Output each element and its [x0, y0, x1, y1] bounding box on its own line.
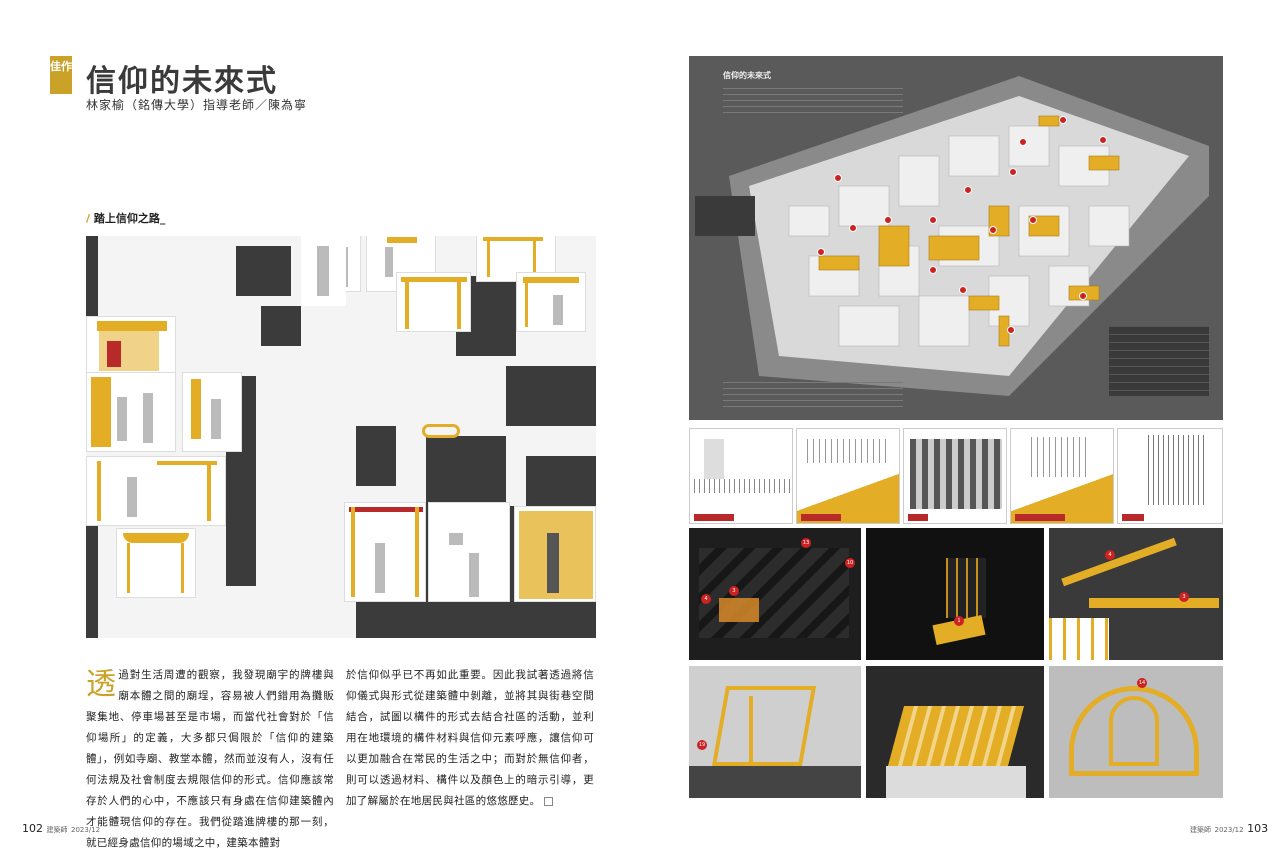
vignette-yellow-drape [116, 528, 196, 598]
page-title: 信仰的未來式 [86, 64, 278, 99]
diagram-panel-1 [689, 428, 793, 524]
model-photo-6: 14 [1049, 666, 1223, 798]
vignette-yellow-canopy-shrine [86, 316, 176, 376]
board-bottom-text-block [723, 382, 903, 408]
model-photo-1: 13 10 4 3 [689, 528, 861, 660]
dropcap: 透 [86, 667, 117, 702]
board-intro-text-block [723, 88, 903, 118]
author-line: 林家榆（銘傳大學）指導老師／陳為寧 [86, 98, 308, 112]
diagram-panel-4 [1010, 428, 1114, 524]
article-column-2: 於信仰似乎已不再如此重要。因此我試著透過將信仰儀式與形式從建築體中剝離，並將其與… [346, 665, 594, 812]
map-pin [989, 226, 997, 234]
diagram-label [1015, 514, 1065, 521]
vignette-yellow-grid-wall [514, 506, 596, 602]
model-photo-5 [866, 666, 1044, 798]
building-block [506, 366, 596, 426]
photo-tag: 14 [1137, 678, 1147, 688]
building-block [261, 306, 301, 346]
building-block [236, 246, 291, 296]
vignette-people-pavilion [86, 372, 176, 452]
photo-tag: 3 [729, 586, 739, 596]
building-block [526, 456, 596, 506]
map-pin [959, 286, 967, 294]
right-issue-date: 2023/12 [1214, 826, 1244, 834]
map-pin [1009, 168, 1017, 176]
left-magazine-name: 建築師 [46, 826, 68, 834]
vignette-yellow-counter [182, 372, 242, 452]
map-pin [1019, 138, 1027, 146]
diagram-panel-3 [903, 428, 1007, 524]
map-pin [929, 266, 937, 274]
photo-tag: 3 [1179, 592, 1189, 602]
diagram-strip [689, 428, 1223, 524]
map-pin [1099, 136, 1107, 144]
diagram-panel-5 [1117, 428, 1223, 524]
photo-tag: 13 [801, 538, 811, 548]
diagram-panel-2 [796, 428, 900, 524]
vignette-walking-person [301, 236, 346, 306]
model-photo-2: 1 [866, 528, 1044, 660]
right-magazine-name: 建築師 [1190, 826, 1211, 834]
article-column-1: 透 過對生活周遭的觀察，我發現廟宇的牌樓與廟本體之間的廟埕，容易被人們錯用為攤販… [86, 665, 334, 850]
right-page-number: 103 [1247, 822, 1269, 835]
map-pin [1007, 326, 1015, 334]
vignette-yellow-pavilion [516, 272, 586, 332]
section-bar: / [86, 212, 91, 225]
map-pin [834, 174, 842, 182]
map-pin [849, 224, 857, 232]
section-heading-text: 踏上信仰之路_ [93, 212, 166, 225]
diagram-label [908, 514, 928, 521]
map-pin [929, 216, 937, 224]
vignette-plaza-oval [416, 416, 466, 446]
vignette-yellow-gate [396, 272, 471, 332]
vignette-yellow-doorway [86, 456, 226, 526]
board-title: 信仰的未來式 [723, 71, 771, 80]
building-block [356, 426, 396, 486]
photo-tag: 1 [954, 616, 964, 626]
building-block [426, 436, 506, 506]
axonometric-drawing [695, 76, 1209, 396]
photo-tag: 19 [697, 740, 707, 750]
article-column-2-text: 於信仰似乎已不再如此重要。因此我試著透過將信仰儀式與形式從建築體中剝離，並將其與… [346, 669, 594, 807]
diagram-label [694, 514, 734, 521]
left-folio: 102 建築師 2023/12 [22, 822, 100, 835]
section-heading: / 踏上信仰之路_ [86, 210, 165, 226]
diagram-label [1122, 514, 1144, 521]
map-pin [964, 186, 972, 194]
model-photo-3: 4 3 [1049, 528, 1223, 660]
end-mark-icon [544, 796, 554, 806]
model-photo-4: 19 [689, 666, 861, 798]
diagram-label [801, 514, 841, 521]
left-issue-date: 2023/12 [71, 826, 101, 834]
map-pin [1079, 292, 1087, 300]
map-pin [1029, 216, 1037, 224]
right-folio: 建築師 2023/12 103 [1190, 822, 1268, 835]
left-page-number: 102 [22, 822, 43, 835]
photo-tag: 10 [845, 558, 855, 568]
board-legend [1109, 326, 1209, 396]
photo-tag: 4 [701, 594, 711, 604]
article-column-1-text: 過對生活周遭的觀察，我發現廟宇的牌樓與廟本體之間的廟埕，容易被人們錯用為攤販聚集… [86, 669, 334, 849]
vignette-red-gate-people [344, 502, 426, 602]
map-pin [1059, 116, 1067, 124]
site-plan-collage [86, 236, 596, 638]
map-pin [884, 216, 892, 224]
award-badge: 佳作 [50, 56, 72, 94]
vignette-wall-window [428, 502, 510, 602]
project-board-axonometric: 信仰的未來式 [689, 56, 1223, 420]
map-pin [817, 248, 825, 256]
photo-tag: 4 [1105, 550, 1115, 560]
